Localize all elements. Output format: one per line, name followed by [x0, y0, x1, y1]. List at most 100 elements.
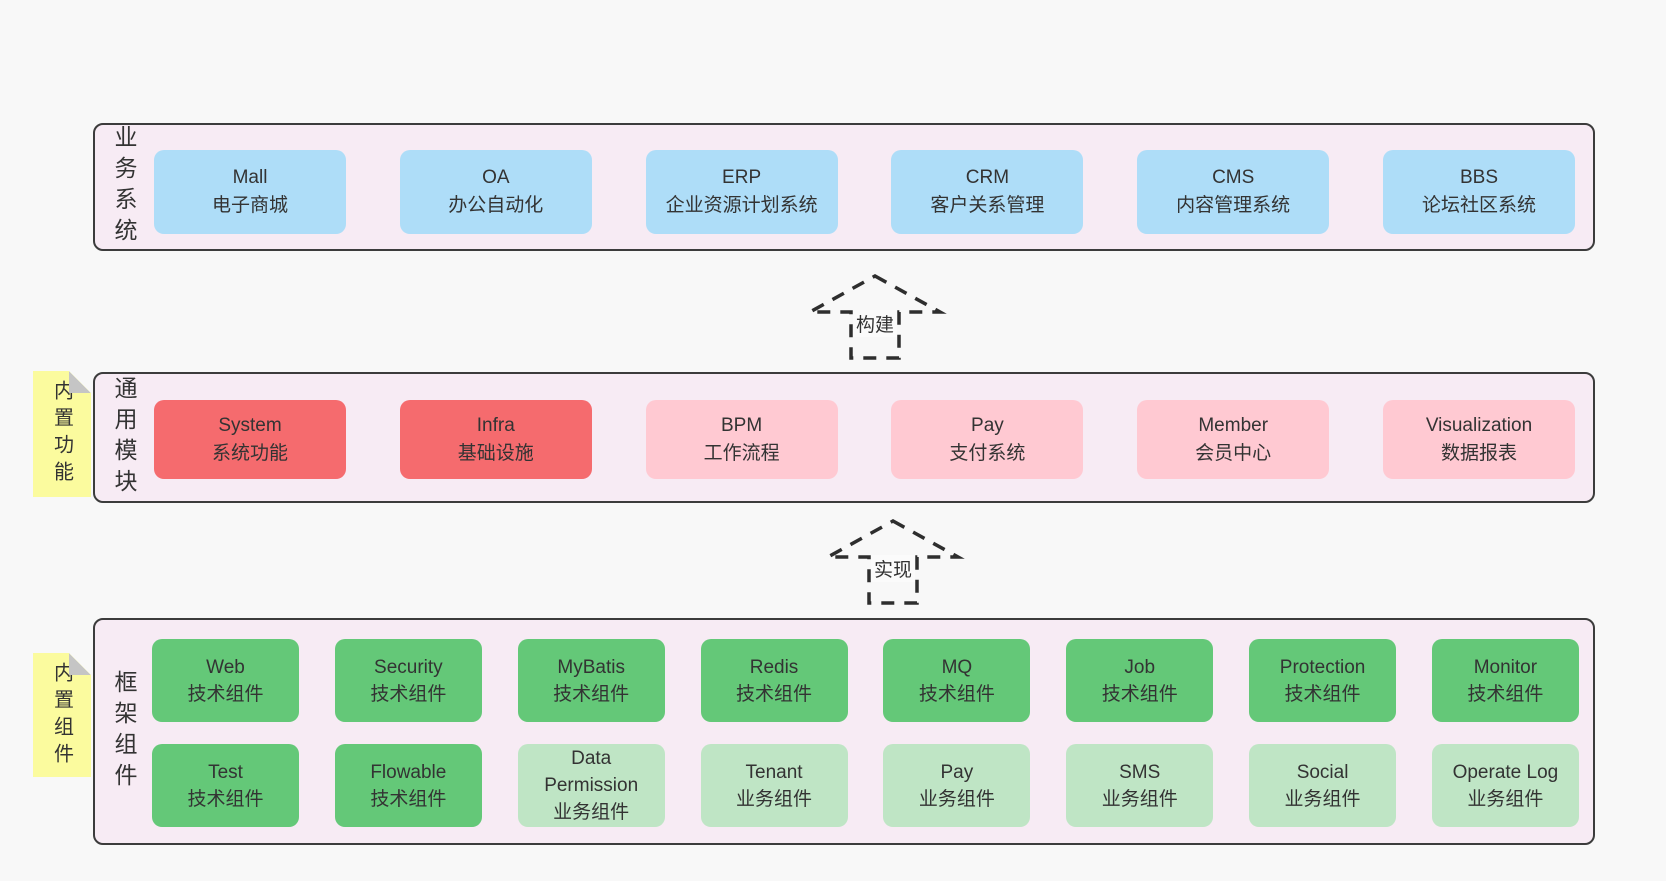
node-row: System 系统功能 Infra 基础设施 BPM 工作流程 Pay 支付系统… [154, 400, 1575, 479]
node-title: Pay [971, 414, 1004, 436]
node-subtitle: 技术组件 [370, 788, 447, 810]
node-row: Test 技术组件 Flowable 技术组件 Data Permission … [152, 744, 1579, 827]
layer-business-systems: 业务系统 Mall 电子商城 OA 办公自动化 ERP 企业资源计划系统 CRM… [93, 123, 1595, 251]
node-tenant: Tenant 业务组件 [700, 744, 848, 827]
node-protection: Protection 技术组件 [1249, 639, 1397, 722]
node-title: Data Permission [544, 748, 639, 796]
node-cms: CMS 内容管理系统 [1137, 150, 1330, 234]
node-subtitle: 技术组件 [187, 683, 264, 705]
node-subtitle: 技术组件 [370, 683, 447, 705]
node-pay-biz: Pay 业务组件 [883, 744, 1031, 827]
node-title: Social [1296, 761, 1349, 783]
node-mybatis: MyBatis 技术组件 [517, 639, 665, 722]
node-title: MyBatis [557, 656, 625, 678]
node-title: Visualization [1425, 414, 1533, 436]
node-title: Security [374, 656, 443, 678]
node-title: Web [206, 656, 245, 678]
node-social: Social 业务组件 [1249, 744, 1397, 827]
node-subtitle: 业务组件 [918, 788, 995, 810]
node-subtitle: 业务组件 [1101, 788, 1178, 810]
layer-label: 通用模块 [111, 375, 137, 500]
node-title: Mall [232, 167, 268, 188]
node-subtitle: 办公自动化 [448, 195, 544, 216]
node-row: Mall 电子商城 OA 办公自动化 ERP 企业资源计划系统 CRM 客户关系… [154, 150, 1575, 234]
node-system: System 系统功能 [154, 400, 346, 479]
node-title: Pay [940, 761, 974, 783]
node-subtitle: 技术组件 [1467, 683, 1544, 705]
node-sms: SMS 业务组件 [1066, 744, 1214, 827]
node-pay: Pay 支付系统 [891, 400, 1084, 479]
node-title: Tenant [745, 761, 803, 783]
node-title: Member [1198, 414, 1269, 436]
node-title: Monitor [1473, 656, 1538, 678]
node-title: BBS [1459, 167, 1498, 188]
node-subtitle: 技术组件 [736, 683, 813, 705]
node-subtitle: 技术组件 [918, 683, 995, 705]
node-infra: Infra 基础设施 [399, 400, 592, 479]
node-bpm: BPM 工作流程 [645, 400, 838, 479]
node-title: CRM [965, 167, 1010, 188]
node-security: Security 技术组件 [334, 639, 482, 722]
build-arrow: 构建 [800, 270, 950, 362]
node-subtitle: 基础设施 [457, 442, 534, 464]
node-subtitle: 技术组件 [553, 683, 630, 705]
implement-arrow: 实现 [818, 515, 968, 607]
node-title: Job [1124, 656, 1156, 678]
layer-common-modules: 通用模块 System 系统功能 Infra 基础设施 BPM 工作流程 Pay… [93, 372, 1595, 503]
node-crm: CRM 客户关系管理 [891, 150, 1084, 234]
node-title: Redis [749, 656, 799, 678]
node-subtitle: 技术组件 [1101, 683, 1178, 705]
node-web: Web 技术组件 [152, 639, 299, 722]
node-mq: MQ 技术组件 [883, 639, 1031, 722]
node-member: Member 会员中心 [1137, 400, 1330, 479]
node-title: System [218, 414, 282, 436]
node-title: ERP [722, 167, 762, 188]
node-row: Web 技术组件 Security 技术组件 MyBatis 技术组件 Redi… [152, 639, 1579, 722]
node-subtitle: 支付系统 [949, 442, 1026, 464]
node-title: Protection [1279, 656, 1366, 678]
node-subtitle: 客户关系管理 [930, 195, 1045, 216]
node-subtitle: 企业资源计划系统 [665, 195, 818, 216]
node-mall: Mall 电子商城 [154, 150, 346, 234]
node-subtitle: 内容管理系统 [1176, 195, 1291, 216]
layer-label: 框架组件 [111, 669, 137, 794]
folded-corner-icon [69, 371, 91, 393]
node-title: Test [208, 761, 243, 783]
node-subtitle: 业务组件 [1284, 788, 1361, 810]
node-data-permission: Data Permission 业务组件 [517, 744, 665, 827]
node-subtitle: 数据报表 [1440, 442, 1517, 464]
node-title: CMS [1212, 167, 1255, 188]
node-subtitle: 系统功能 [211, 442, 288, 464]
node-monitor: Monitor 技术组件 [1431, 639, 1579, 722]
node-operate-log: Operate Log 业务组件 [1431, 744, 1579, 827]
layer-framework-components: 框架组件 Web 技术组件 Security 技术组件 MyBatis 技术组件… [93, 618, 1595, 845]
node-title: Infra [476, 414, 515, 436]
sticky-note-builtin-components: 内置组件 [33, 653, 91, 777]
node-subtitle: 业务组件 [553, 802, 630, 823]
node-title: MQ [941, 656, 973, 678]
layer-label: 业务系统 [111, 125, 137, 249]
node-redis: Redis 技术组件 [700, 639, 848, 722]
node-title: Flowable [370, 761, 447, 783]
node-oa: OA 办公自动化 [399, 150, 592, 234]
arrow-label: 实现 [870, 555, 916, 582]
folded-corner-icon [69, 653, 91, 675]
node-subtitle: 论坛社区系统 [1421, 195, 1536, 216]
node-flowable: Flowable 技术组件 [334, 744, 482, 827]
node-test: Test 技术组件 [152, 744, 299, 827]
node-subtitle: 工作流程 [703, 442, 780, 464]
node-subtitle: 业务组件 [1467, 788, 1544, 810]
node-subtitle: 业务组件 [736, 788, 813, 810]
node-title: SMS [1119, 761, 1161, 783]
node-subtitle: 技术组件 [1284, 683, 1361, 705]
node-subtitle: 技术组件 [187, 788, 264, 810]
arrow-label: 构建 [852, 310, 898, 337]
node-subtitle: 电子商城 [211, 195, 288, 216]
node-title: OA [482, 167, 510, 188]
note-text: 内置组件 [50, 662, 73, 770]
sticky-note-builtin-features: 内置功能 [33, 371, 91, 497]
node-title: BPM [721, 414, 763, 436]
node-subtitle: 会员中心 [1195, 442, 1272, 464]
node-visualization: Visualization 数据报表 [1382, 400, 1575, 479]
node-job: Job 技术组件 [1066, 639, 1214, 722]
